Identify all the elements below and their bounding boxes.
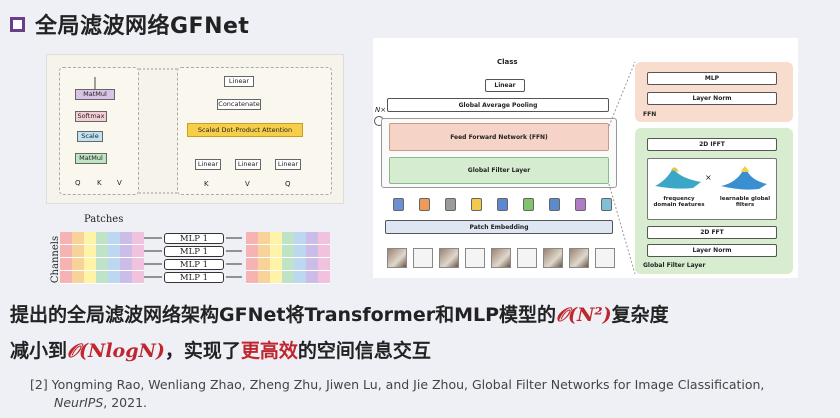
class-label: Class <box>497 58 518 66</box>
token <box>419 198 430 211</box>
patches-label: Patches <box>84 214 124 225</box>
image-patch <box>465 248 485 268</box>
input-label: K <box>97 179 102 187</box>
repeat-label: N× <box>375 106 387 114</box>
attention-box: Scaled Dot-Product Attention <box>187 123 303 137</box>
mlp-arrows <box>144 237 242 278</box>
venue: NeurIPS <box>54 395 104 410</box>
input-patches <box>60 232 144 284</box>
attention-figure: MatMul Softmax Scale MatMul Q K V Linear… <box>46 54 344 204</box>
input-label: K <box>204 180 209 188</box>
ffn-tag: FFN <box>643 111 657 118</box>
token <box>393 198 404 211</box>
body-line-2: 减小到𝒪(𝑵log𝑵)，实现了更高效的空间信息交互 <box>10 336 431 363</box>
softmax-box: Softmax <box>75 111 107 122</box>
complexity-formula: 𝒪(𝑵²) <box>556 304 612 326</box>
mlp-box: MLP <box>647 72 777 85</box>
image-patch <box>595 248 615 268</box>
patch-embedding-box: Patch Embedding <box>385 220 613 234</box>
slide-title: 全局滤波网络GFNet <box>35 14 250 39</box>
output-patches <box>246 232 330 284</box>
patch-mlp-figure: Patches Channels MLP 1 MLP 1 MLP 1 MLP 1 <box>46 214 344 292</box>
image-patch <box>413 248 433 268</box>
token <box>549 198 560 211</box>
input-label: Q <box>285 180 291 188</box>
concatenate-box: Concatenate <box>217 99 261 110</box>
complexity-formula: 𝒪(𝑵log𝑵) <box>67 340 165 362</box>
linear-box: Linear <box>224 76 254 87</box>
highlight-text: 更高效 <box>240 340 298 362</box>
matmul-box: MatMul <box>75 89 115 100</box>
layer-norm-box: Layer Norm <box>647 244 777 257</box>
reference: [2] Yongming Rao, Wenliang Zhao, Zheng Z… <box>30 376 764 412</box>
body-text-segment: 减小到 <box>10 340 68 362</box>
multiply-sign: × <box>705 173 712 182</box>
title-square-icon <box>10 16 25 32</box>
body-text-segment: 的空间信息交互 <box>297 340 431 362</box>
image-patch <box>517 248 537 268</box>
zoom-lines <box>608 61 636 275</box>
frequency-surface-icon <box>655 167 701 189</box>
body-text-segment: 复杂度 <box>611 304 669 326</box>
filter-surface-icon <box>721 166 767 190</box>
input-label: V <box>117 179 122 187</box>
global-filter-block: Global Filter Layer <box>389 157 609 184</box>
year: , 2021. <box>103 395 147 410</box>
image-patch <box>543 248 563 268</box>
body-line-1: 提出的全局滤波网络架构GFNet将Transformer和MLP模型的𝒪(𝑵²)… <box>10 300 669 327</box>
input-label: Q <box>75 179 81 187</box>
reference-line-1: [2] Yongming Rao, Wenliang Zhao, Zheng Z… <box>30 377 765 392</box>
body-text-segment: 提出的全局滤波网络架构GFNet将Transformer和MLP模型的 <box>10 304 557 326</box>
token <box>445 198 456 211</box>
ffn-block: Feed Forward Network (FFN) <box>389 123 609 151</box>
body-text-segment: ，实现了 <box>164 340 241 362</box>
global-filters-label: learnable global filters <box>719 196 771 208</box>
linear-box: Linear <box>485 79 525 92</box>
image-patch <box>439 248 459 268</box>
gfnet-figure: Class Linear Global Average Pooling N× F… <box>373 38 798 278</box>
gfl-tag: Global Filter Layer <box>643 262 706 269</box>
ifft-box: 2D IFFT <box>647 138 777 151</box>
image-patch <box>387 248 407 268</box>
token <box>601 198 612 211</box>
layer-norm-box: Layer Norm <box>647 92 777 105</box>
image-patch <box>491 248 511 268</box>
mlp-box: MLP 1 <box>164 233 224 244</box>
mlp-box: MLP 1 <box>164 246 224 257</box>
slide-title-bar: 全局滤波网络GFNet <box>10 6 249 42</box>
token <box>523 198 534 211</box>
matmul-box: MatMul <box>75 153 107 164</box>
linear-box: Linear <box>275 159 301 170</box>
mlp-box: MLP 1 <box>164 259 224 270</box>
token <box>497 198 508 211</box>
input-label: V <box>245 180 250 188</box>
reference-line-2: NeurIPS, 2021. <box>30 394 764 412</box>
mlp-box: MLP 1 <box>164 272 224 283</box>
scale-box: Scale <box>77 131 103 142</box>
fft-box: 2D FFT <box>647 226 777 239</box>
linear-box: Linear <box>235 159 261 170</box>
image-patch <box>569 248 589 268</box>
token <box>471 198 482 211</box>
global-average-pooling-box: Global Average Pooling <box>387 98 609 112</box>
frequency-features-label: frequency domain features <box>653 196 705 208</box>
linear-box: Linear <box>195 159 221 170</box>
token <box>575 198 586 211</box>
